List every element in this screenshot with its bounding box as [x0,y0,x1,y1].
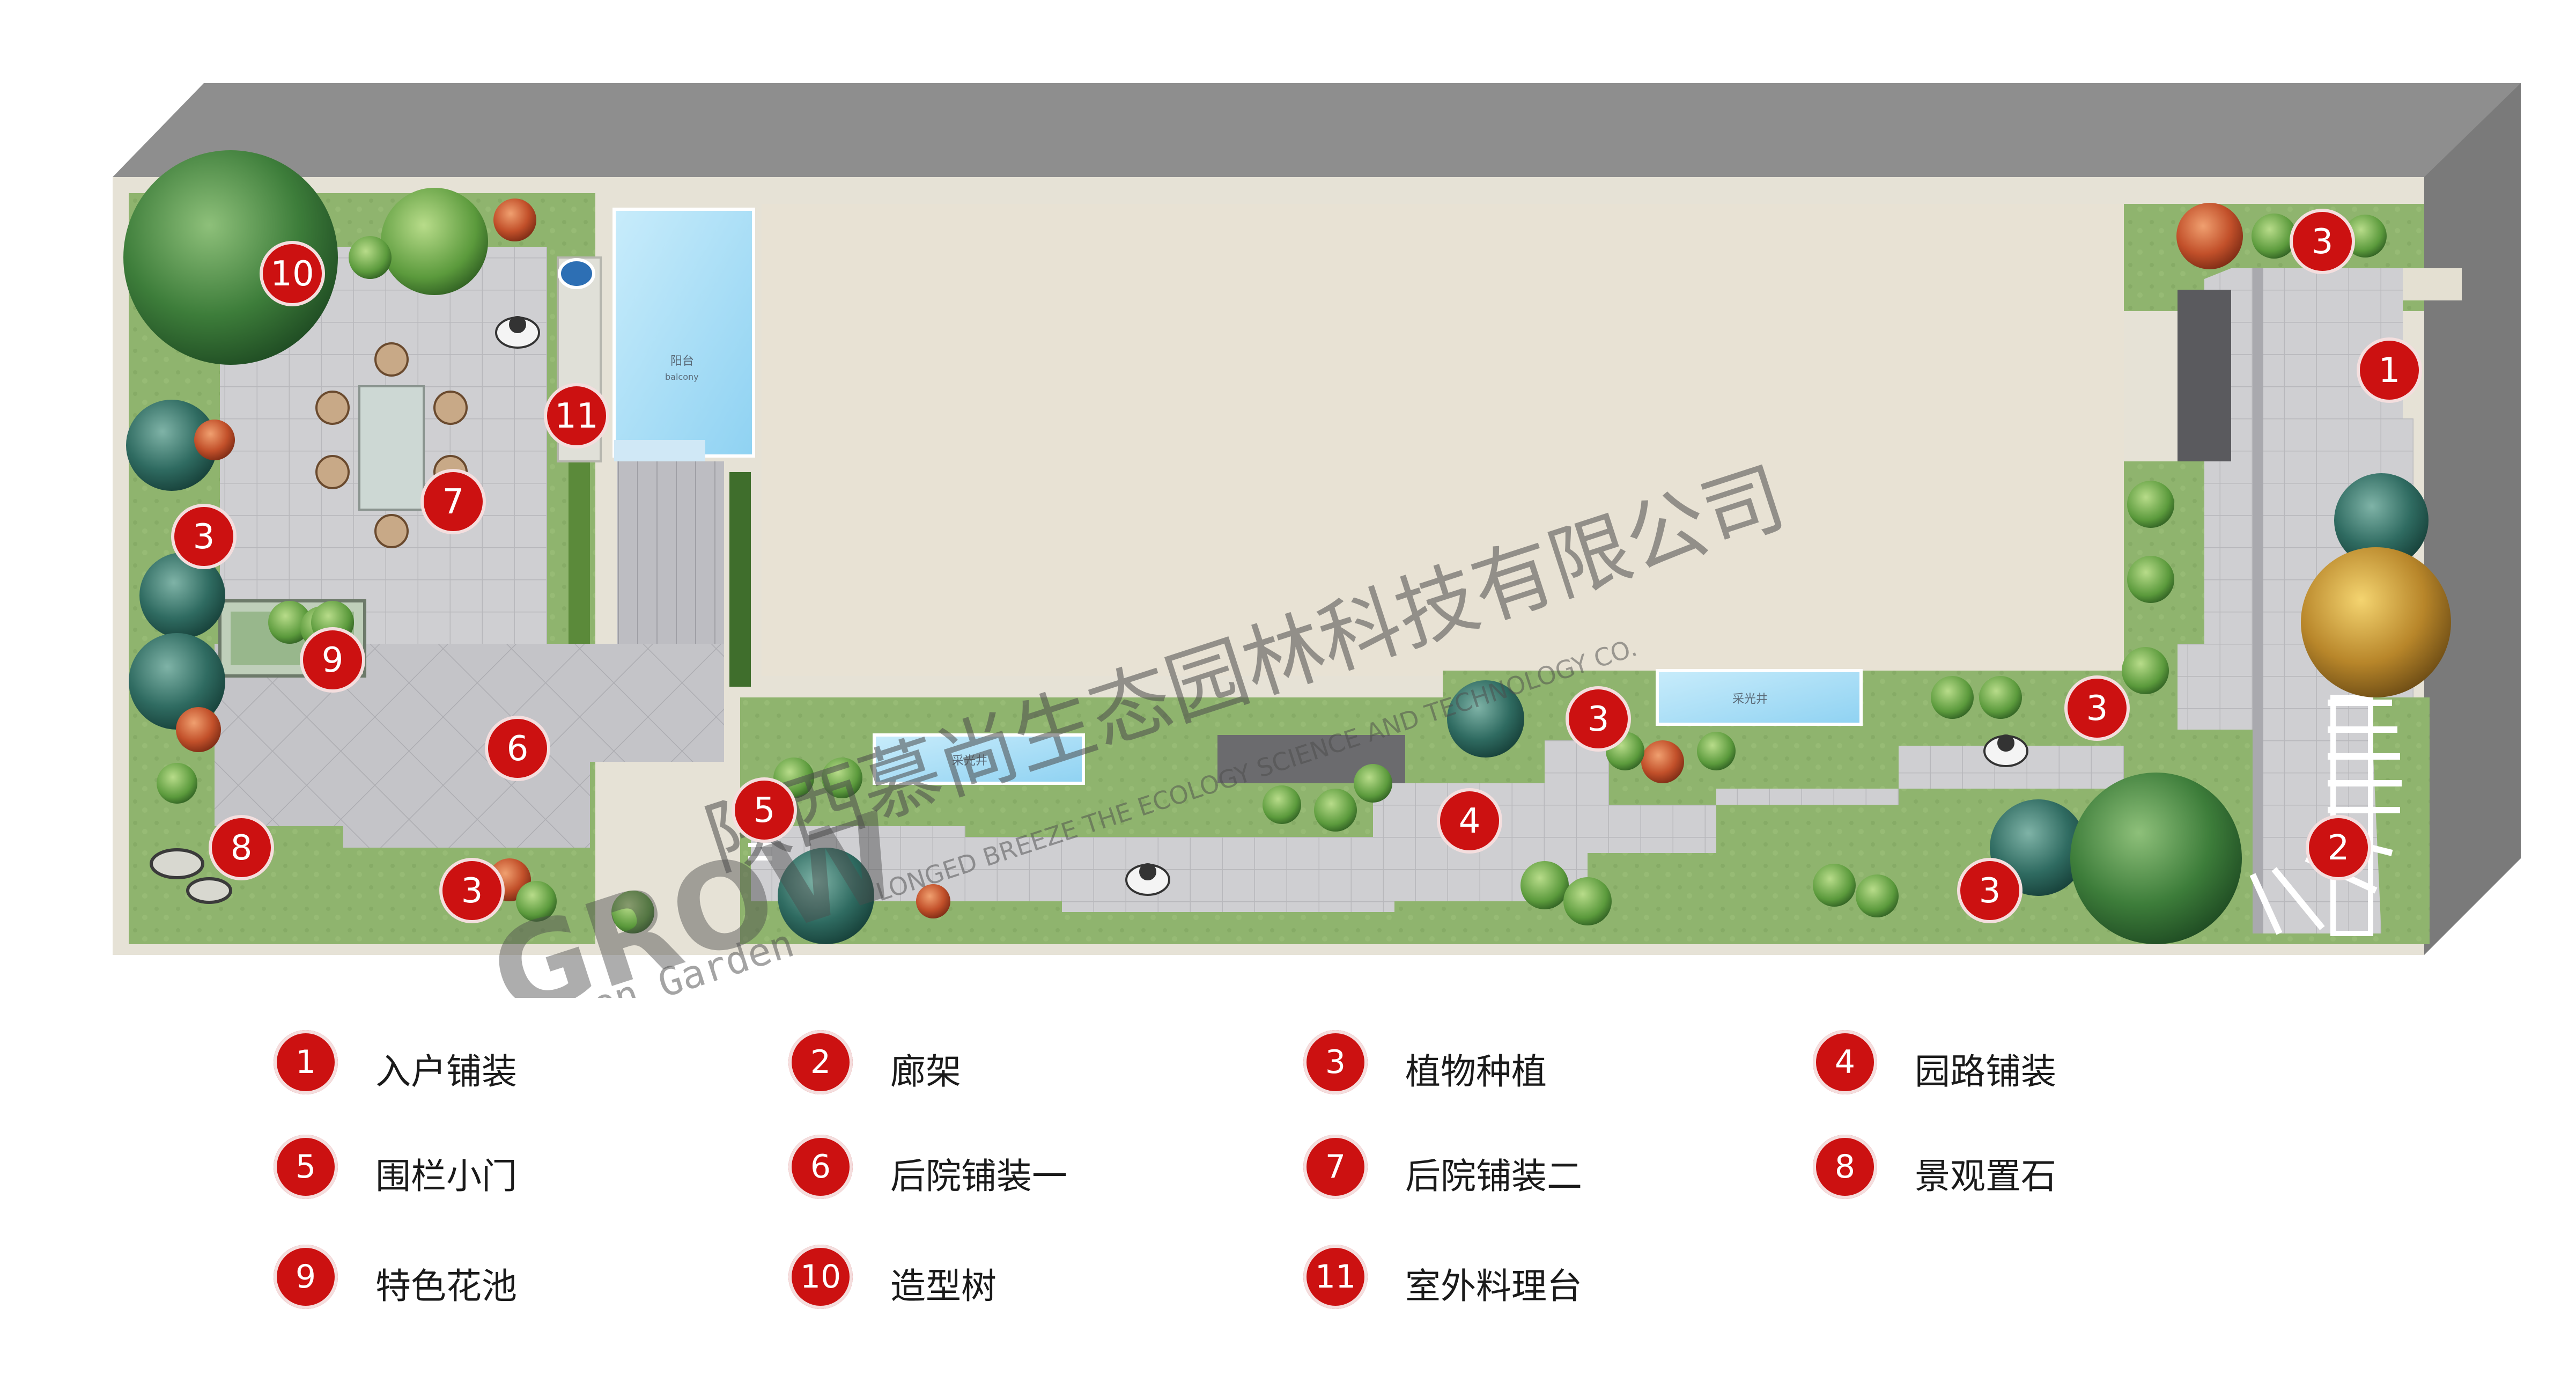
marker-4-label: 4 [1459,802,1481,841]
legend-badge: 11 [1303,1245,1368,1309]
marker-6-label: 6 [507,729,529,769]
legend-label: 造型树 [890,1266,997,1307]
marker-2-circle [2306,815,2371,880]
legend-item-7: 7 后院铺装二 [1303,1135,1732,1204]
marker-3-circle [2064,675,2130,741]
marker-3-label: 3 [2312,222,2334,262]
legend-label: 室外料理台 [1405,1266,1582,1307]
marker-1-label: 1 [2379,351,2401,391]
legend-label: 植物种植 [1405,1051,1547,1092]
legend-badge: 5 [274,1135,338,1199]
marker-11-circle [544,383,609,448]
balcony-label: 阳台 [670,355,694,368]
marker-3-label: 3 [1588,700,1610,739]
legend-item-5: 5 围栏小门 [274,1135,703,1204]
legend-label: 后院铺装二 [1405,1156,1582,1197]
legend-item-9: 9 特色花池 [274,1245,703,1314]
marker-4-circle [1437,788,1502,854]
marker-9-label: 9 [322,641,344,680]
legend-item-11: 11 室外料理台 [1303,1245,1732,1314]
marker-5-circle [732,777,797,843]
legend-badge: 7 [1303,1135,1368,1199]
legend-item-1: 1 入户铺装 [274,1030,703,1100]
legend-label: 园路铺装 [1915,1051,2056,1092]
marker-3-label: 3 [2086,689,2108,729]
marker-7-circle [420,469,486,534]
marker-5-label: 5 [754,791,776,830]
legend-item-10: 10 造型树 [788,1245,1217,1314]
marker-3-label: 3 [1979,871,2001,911]
legend-item-8: 8 景观置石 [1813,1135,2242,1204]
marker-3-label: 3 [461,871,483,911]
marker-3-circle [2290,209,2355,274]
legend-label: 特色花池 [375,1266,517,1307]
marker-6-circle [485,716,550,781]
plants [123,150,2451,944]
marker-7-label: 7 [442,482,464,522]
marker-3-circle [171,504,237,569]
house-footprint [762,204,2124,676]
legend-badge: 3 [1303,1030,1368,1094]
legend-item-2: 2 廊架 [788,1030,1217,1100]
marker-3-label: 3 [193,517,215,557]
legend-label: 景观置石 [1915,1156,2056,1197]
marker-9-circle [300,627,365,693]
entrance-paving [2178,268,2462,933]
balcony: 阳台 balcony [612,208,755,461]
people-figures [495,316,2028,896]
marker-2-label: 2 [2328,828,2350,868]
legend-label: 后院铺装一 [890,1156,1067,1197]
marker-8-circle [209,815,274,880]
marker-11-label: 11 [555,396,598,436]
legend-label: 围栏小门 [375,1156,517,1197]
legend-badge: 10 [788,1245,853,1309]
legend-label: 廊架 [890,1051,961,1092]
landscape-stones [150,848,232,904]
legend-badge: 2 [788,1030,853,1094]
legend-badge: 8 [1813,1135,1877,1199]
marker-1-circle [2357,337,2422,403]
legend-item-3: 3 植物种植 [1303,1030,1732,1100]
legend-badge: 9 [274,1245,338,1309]
plan-markers: 1 2 3 3 3 3 3 3 4 5 6 7 8 9 10 11 [171,209,2422,923]
legend-item-6: 6 后院铺装一 [788,1135,1217,1204]
marker-3-circle [1957,858,2023,923]
skylight-label-2: 采光井 [1732,693,1768,706]
legend-badge: 1 [274,1030,338,1094]
marker-10-label: 10 [270,254,314,294]
legend-badge: 6 [788,1135,853,1199]
garden-site-plan: 阳台 balcony 采光井 采光井 [113,83,2521,998]
balcony-label-en: balcony [665,372,699,382]
marker-10-circle [260,241,325,306]
skylight-label-1: 采光井 [952,754,987,768]
legend-badge: 4 [1813,1030,1877,1094]
marker-3-circle [439,858,505,923]
marker-3-circle [1566,686,1631,752]
marker-8-label: 8 [231,828,253,868]
legend-item-4: 4 园路铺装 [1813,1030,2242,1100]
legend-label: 入户铺装 [375,1051,517,1092]
